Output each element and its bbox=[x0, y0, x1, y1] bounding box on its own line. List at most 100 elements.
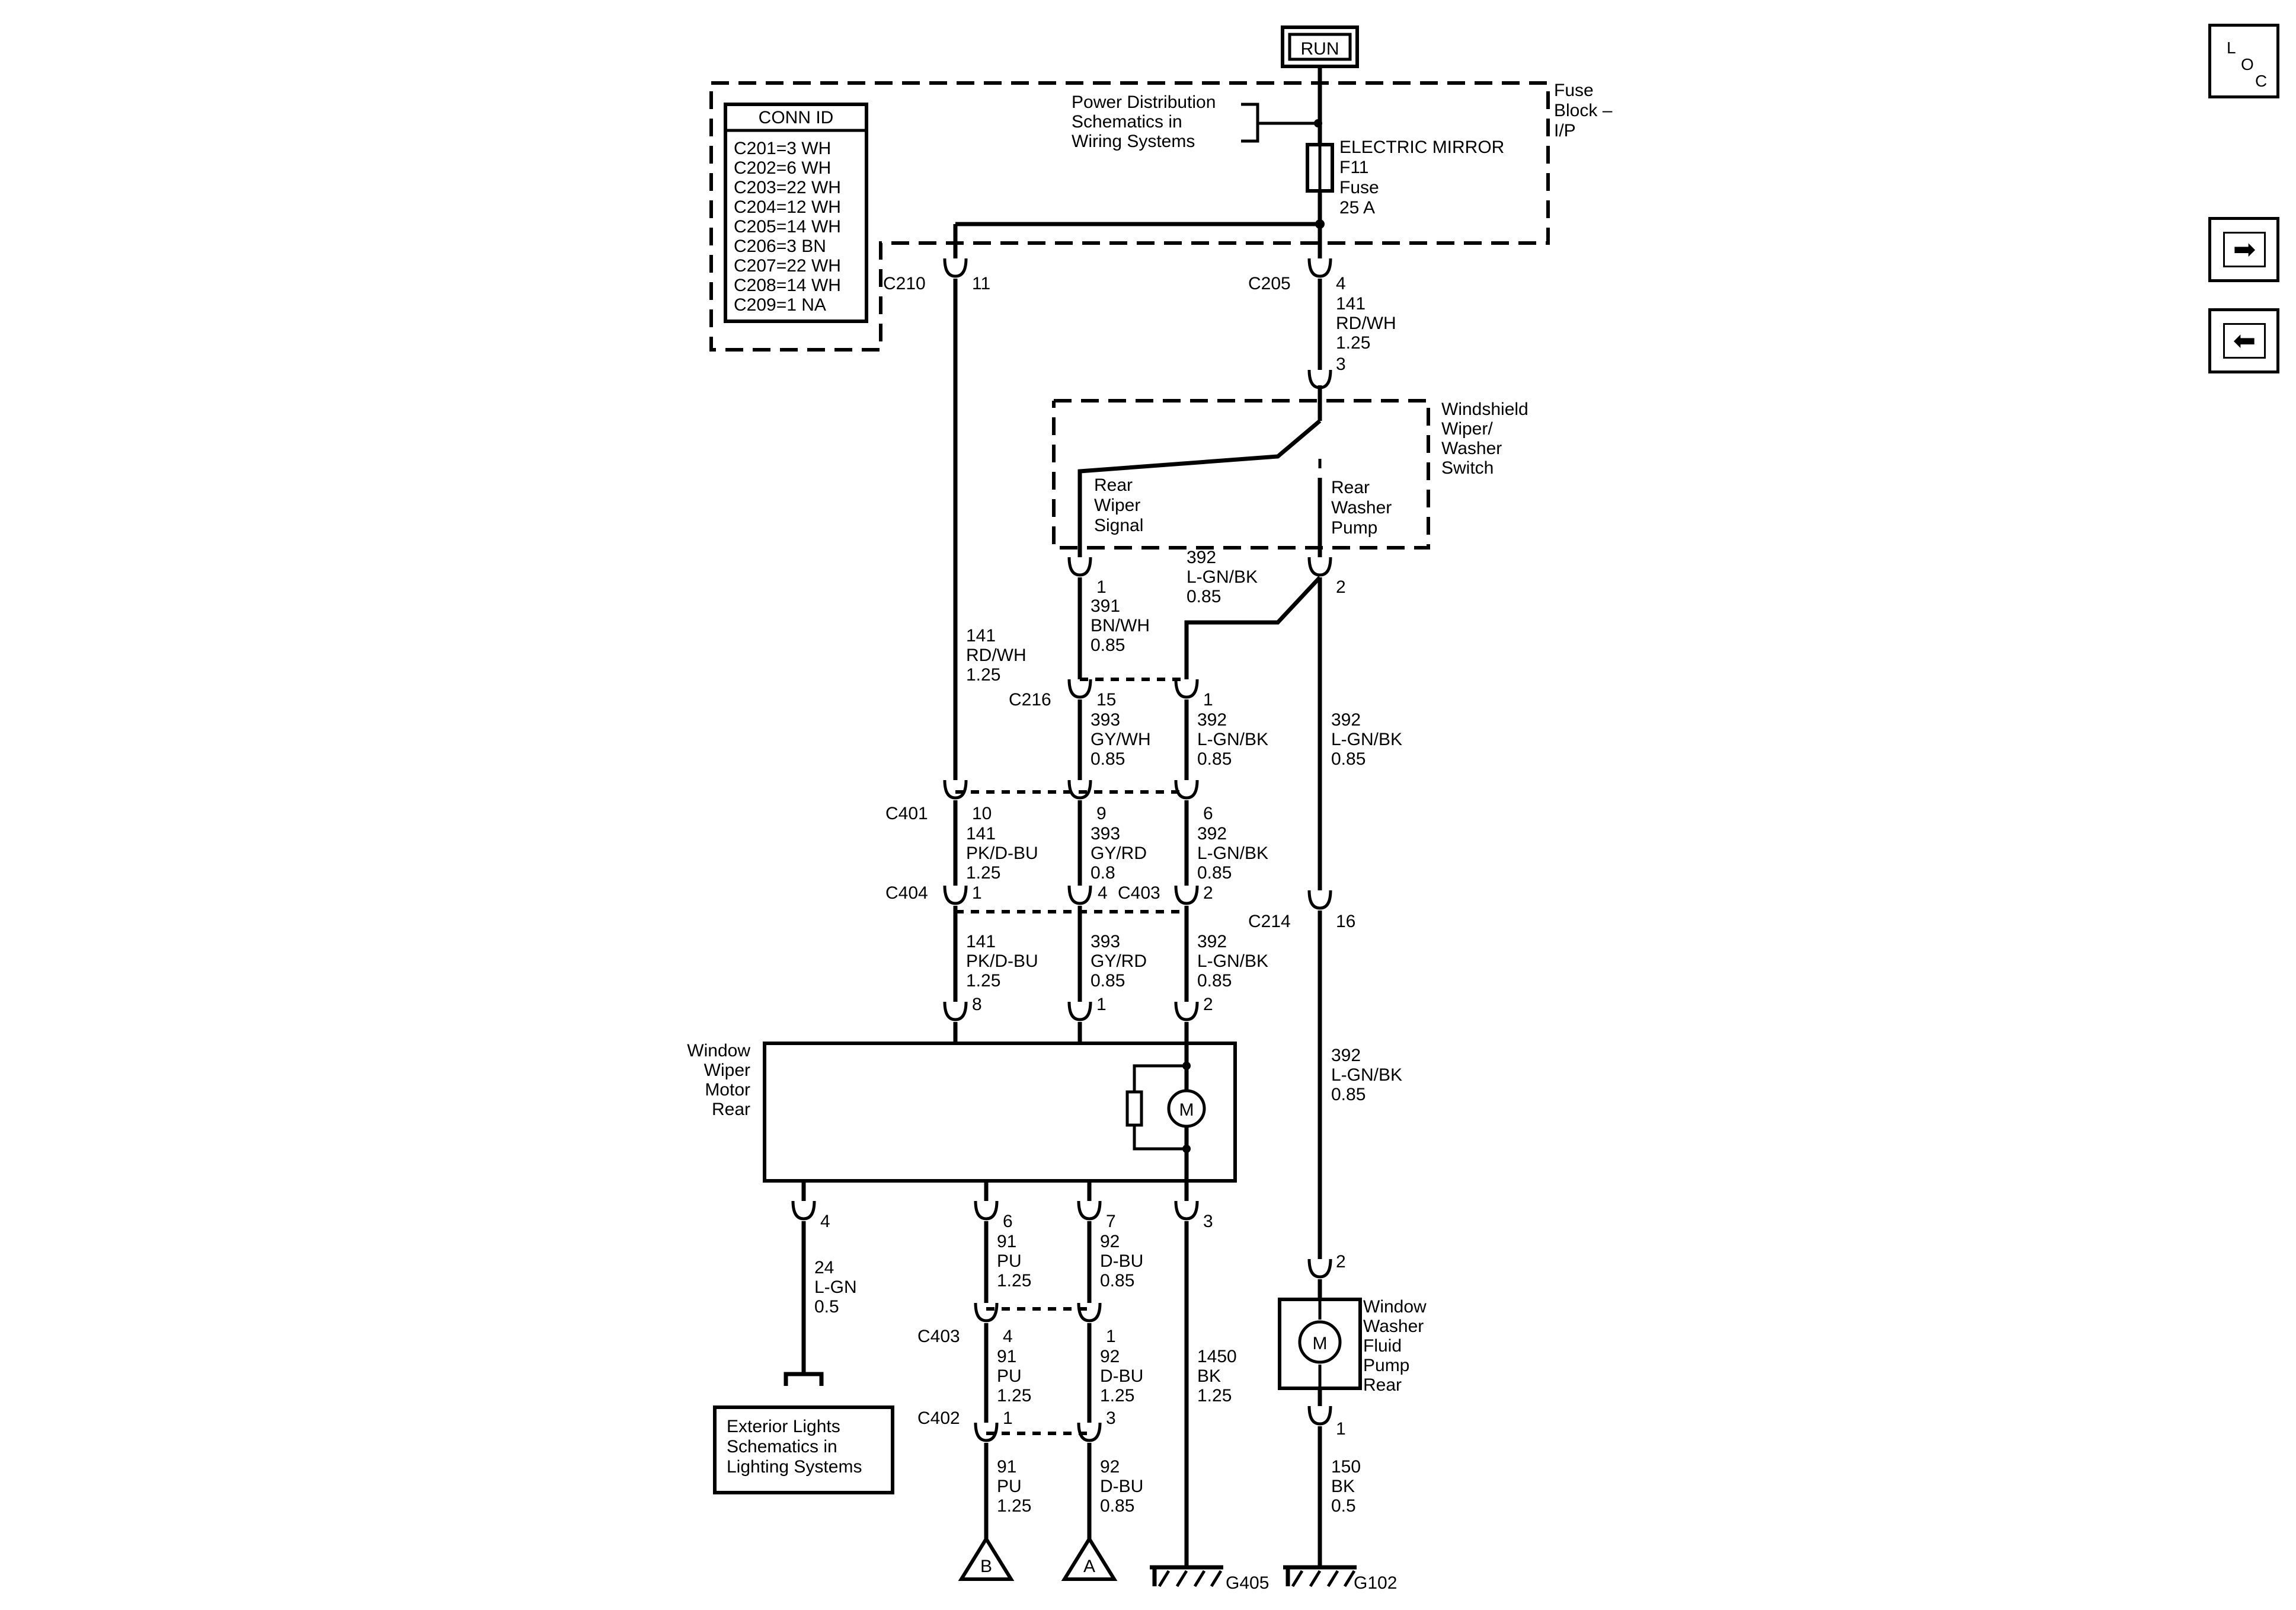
pin-c216-15: 15 bbox=[1096, 690, 1116, 710]
pin-motor-4: 4 bbox=[820, 1212, 830, 1231]
conn-id-table bbox=[724, 103, 868, 323]
conn-id-row: C209=1 NA bbox=[734, 295, 826, 315]
run-label: RUN bbox=[1301, 39, 1339, 59]
windshield-wiper-washer-switch bbox=[1052, 399, 1430, 550]
pin-c210: 11 bbox=[972, 274, 990, 293]
pin-motor-2: 2 bbox=[1203, 995, 1213, 1014]
fuse-block-outline bbox=[709, 81, 1550, 352]
pin-c404-4: 4 bbox=[1098, 883, 1108, 903]
connector-cup bbox=[974, 1302, 999, 1322]
conn-id-row: C208=14 WH bbox=[734, 276, 841, 295]
pin-pump-2: 2 bbox=[1336, 1252, 1346, 1272]
conn-id-title: CONN ID bbox=[759, 108, 834, 127]
conn-id-row: C206=3 BN bbox=[734, 237, 826, 256]
connector-cup bbox=[1307, 1258, 1332, 1279]
connector-cup bbox=[1307, 369, 1332, 389]
pin-motor-8: 8 bbox=[972, 995, 982, 1014]
connector-c214: C214 bbox=[1248, 912, 1291, 931]
arrow-right-icon: ➡ bbox=[2223, 232, 2266, 267]
pin-c205: 4 bbox=[1336, 274, 1346, 293]
pin-c404-1: 1 bbox=[972, 883, 982, 903]
pin-c403-bottom-4: 4 bbox=[1003, 1327, 1013, 1346]
conn-id-row: C204=12 WH bbox=[734, 197, 841, 217]
pin-switch-1: 1 bbox=[1096, 577, 1107, 597]
connector-cup bbox=[1174, 1001, 1199, 1021]
conn-id-row: C202=6 WH bbox=[734, 158, 831, 178]
pin-motor-6: 6 bbox=[1003, 1212, 1013, 1231]
connector-cup bbox=[1307, 258, 1332, 278]
svg-text:A: A bbox=[1083, 1557, 1095, 1576]
connector-cup bbox=[1174, 1200, 1199, 1221]
previous-page-button[interactable]: ⬅ bbox=[2208, 308, 2279, 373]
pin-c403-bottom-1: 1 bbox=[1106, 1327, 1116, 1346]
pin-c401-9: 9 bbox=[1096, 804, 1107, 823]
connector-c205: C205 bbox=[1248, 274, 1291, 293]
connector-cup bbox=[943, 780, 968, 800]
ground-g102-label: G102 bbox=[1354, 1573, 1397, 1593]
connector-cup bbox=[1174, 885, 1199, 905]
connector-c403-bottom: C403 bbox=[917, 1327, 960, 1346]
offpage-connector-a[interactable] bbox=[1061, 1535, 1118, 1581]
offpage-connector-b[interactable] bbox=[958, 1535, 1015, 1581]
connector-cup bbox=[943, 258, 968, 278]
connector-cup bbox=[1067, 679, 1092, 699]
conn-id-row: C207=22 WH bbox=[734, 256, 841, 276]
connector-cup bbox=[1174, 780, 1199, 800]
svg-text:M: M bbox=[1179, 1100, 1194, 1120]
connector-cup bbox=[1174, 679, 1199, 699]
wiper-motor-symbol bbox=[1167, 1089, 1206, 1128]
pin-c402-3: 3 bbox=[1106, 1408, 1116, 1428]
ground-g405-label: G405 bbox=[1226, 1573, 1269, 1593]
connector-cup bbox=[974, 1200, 999, 1221]
arrow-left-icon: ⬅ bbox=[2223, 323, 2266, 359]
connector-cup bbox=[1067, 780, 1092, 800]
conn-id-row: C203=22 WH bbox=[734, 178, 841, 197]
pin-switch-2: 2 bbox=[1336, 577, 1346, 597]
exterior-lights-ref[interactable] bbox=[713, 1405, 894, 1494]
connector-c402: C402 bbox=[917, 1408, 960, 1428]
next-page-button[interactable]: ➡ bbox=[2208, 217, 2279, 282]
connector-cup bbox=[1077, 1200, 1102, 1221]
connector-cup bbox=[974, 1422, 999, 1442]
pin-switch-in: 3 bbox=[1336, 354, 1346, 374]
pin-c401-10: 10 bbox=[972, 804, 992, 823]
pin-c216-1: 1 bbox=[1203, 690, 1213, 710]
loc-button[interactable]: L O C bbox=[2208, 24, 2279, 98]
connector-cup bbox=[1307, 890, 1332, 910]
connector-cup bbox=[943, 1001, 968, 1021]
pin-motor-7: 7 bbox=[1106, 1212, 1116, 1231]
ground-g405 bbox=[1150, 1565, 1223, 1587]
connector-symbols bbox=[791, 258, 1332, 1442]
connector-cup bbox=[1067, 1001, 1092, 1021]
connector-c401: C401 bbox=[885, 804, 928, 823]
connector-cup bbox=[1067, 557, 1092, 577]
conn-id-row: C205=14 WH bbox=[734, 217, 841, 237]
window-wiper-motor-rear bbox=[763, 1042, 1237, 1183]
connector-c210: C210 bbox=[883, 274, 926, 293]
